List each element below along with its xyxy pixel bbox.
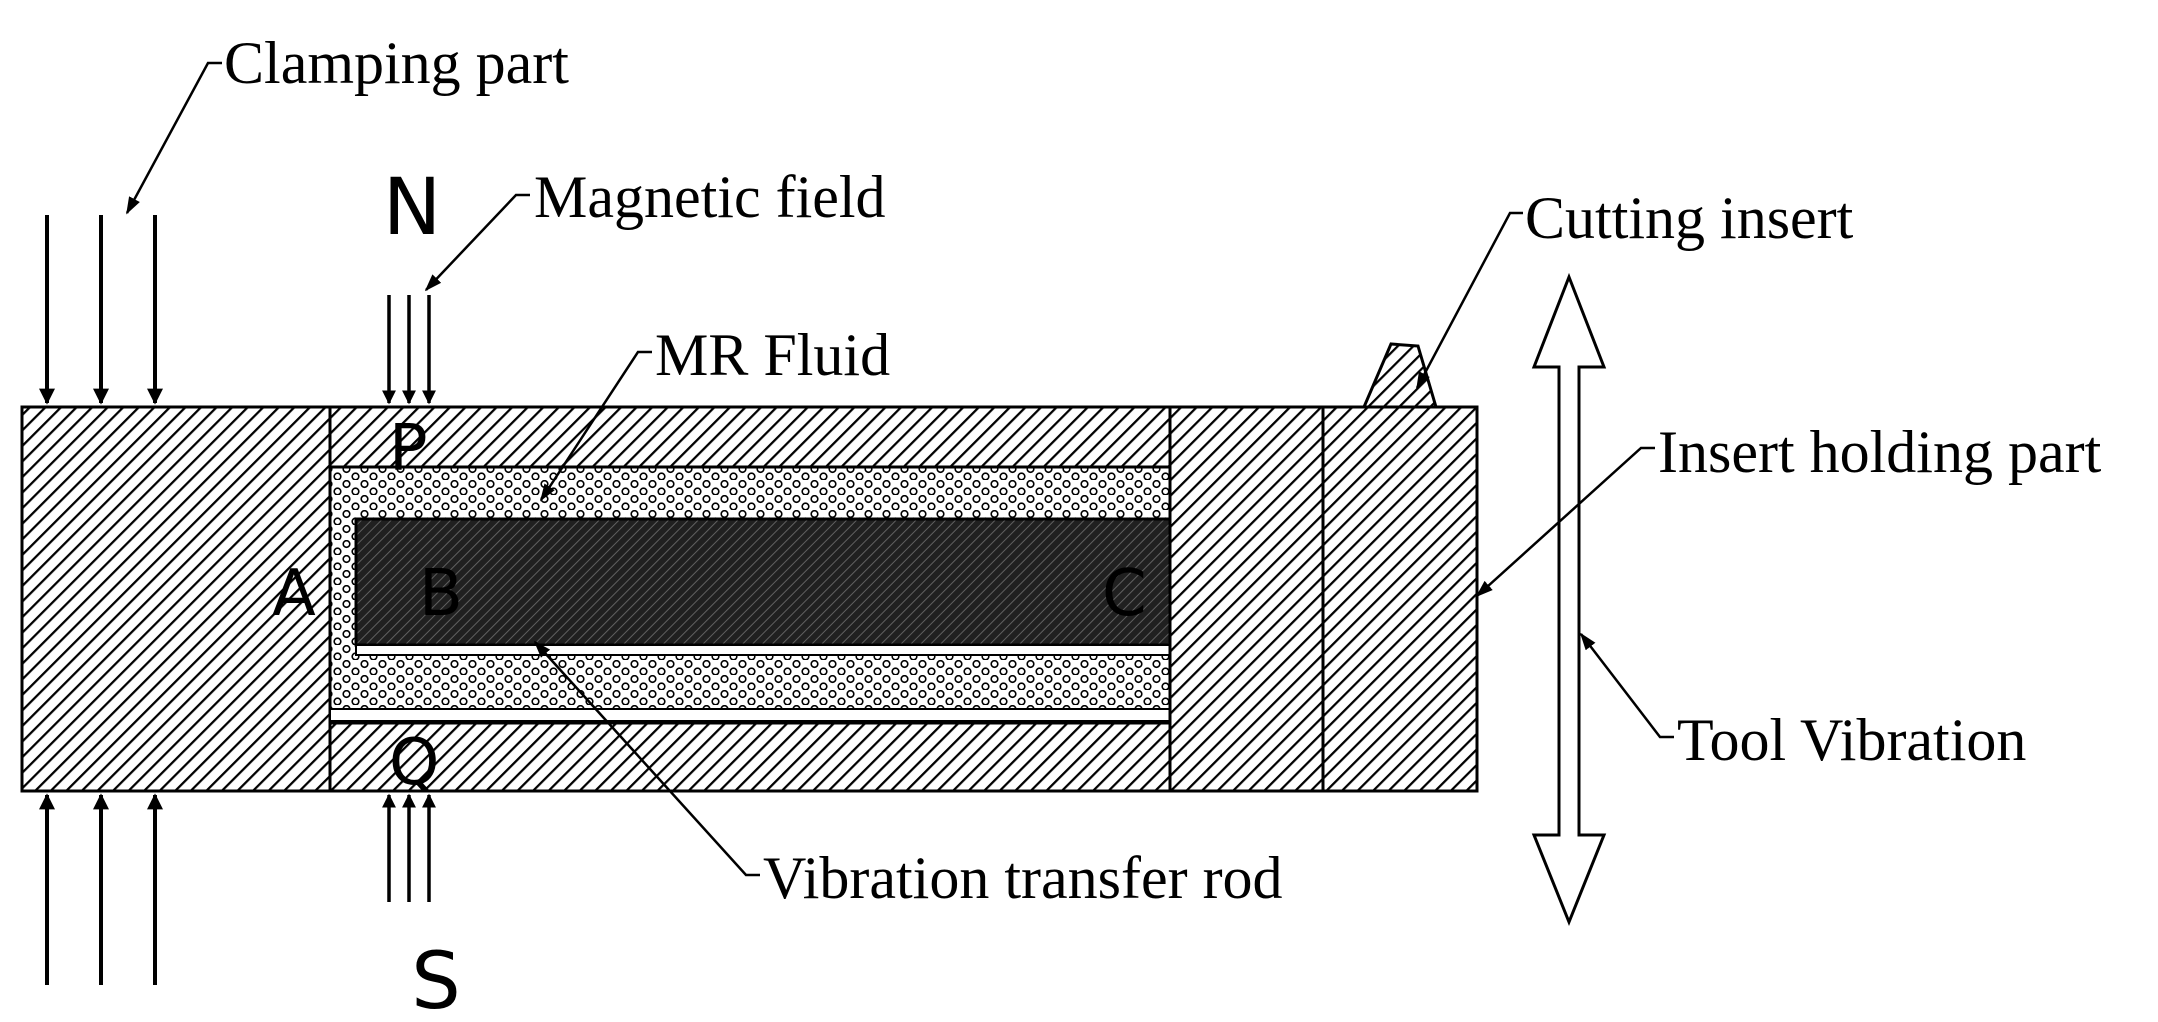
leader-lines (125, 61, 1674, 877)
point-a-label: A (272, 557, 316, 631)
north-pole-label: N (383, 163, 441, 253)
tool-body (20, 342, 1479, 793)
magnetic-field-label: Magnetic field (534, 164, 886, 230)
magnetic-field-arrows-bottom (382, 793, 436, 902)
mr-fluid-label: MR Fluid (655, 322, 890, 388)
vibration-transfer-rod-label: Vibration transfer rod (763, 845, 1283, 911)
clamping-arrows-bottom (39, 793, 163, 985)
clamping-arrows-top (39, 215, 163, 405)
magnetic-field-leader (424, 193, 530, 292)
tool-vibration-leader (1579, 632, 1674, 739)
point-q-label: Q (389, 726, 439, 800)
end-block (1168, 405, 1325, 793)
chamber-bottom-gap (329, 708, 1171, 722)
insert-holding-part-leader (1475, 446, 1655, 598)
tool-vibration-label: Tool Vibration (1677, 707, 2026, 773)
rod-underline-gap (355, 644, 1171, 656)
cutting-insert-label: Cutting insert (1525, 185, 1854, 251)
tool-vibration-double-arrow (1531, 272, 1607, 927)
magnetic-field-arrows-top (382, 295, 436, 405)
insert-holding-part-label: Insert holding part (1658, 419, 2102, 485)
clamping-part-leader (125, 61, 222, 215)
cutting-insert-leader (1415, 211, 1523, 390)
lower-housing-wall (328, 721, 1172, 793)
insert-holding-block (1321, 405, 1479, 793)
vibration-transfer-rod (354, 517, 1172, 647)
clamping-part-label: Clamping part (224, 30, 569, 96)
point-b-label: B (419, 557, 463, 631)
point-c-label: C (1102, 557, 1147, 631)
point-p-label: P (389, 412, 428, 486)
mr-fluid-leader (539, 350, 652, 502)
south-pole-label: S (411, 937, 461, 1022)
cutting-insert (1361, 342, 1439, 409)
clamping-block (20, 405, 332, 793)
vibration-transfer-rod-leader (533, 640, 760, 877)
upper-housing-wall (328, 405, 1172, 469)
